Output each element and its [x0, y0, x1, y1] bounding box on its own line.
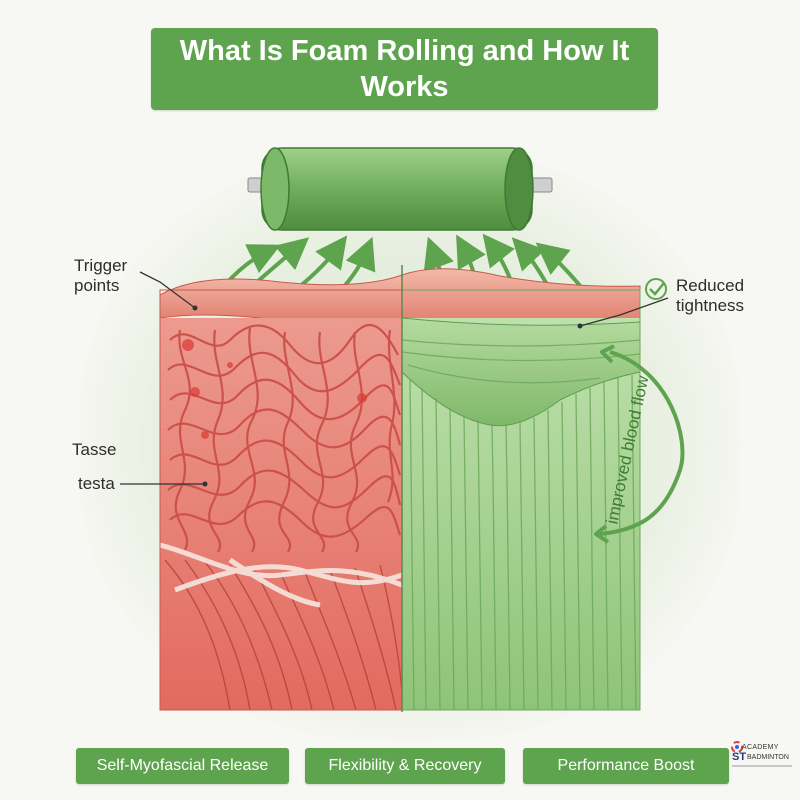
- pill-performance-boost: Performance Boost: [523, 748, 729, 784]
- curved-arrow-icon: [594, 344, 685, 544]
- reduced-tightness-label: Reduced tightness: [676, 276, 744, 316]
- pill-flexibility-recovery: Flexibility & Recovery: [305, 748, 505, 784]
- logo-underline: [732, 765, 792, 767]
- logo-swirl-icon: [731, 741, 743, 753]
- logo-main-text: ST: [732, 751, 747, 763]
- reduced-tightness-text: Reduced tightness: [676, 276, 745, 315]
- title-banner: What Is Foam Rolling and How It Works: [151, 28, 658, 110]
- testa-label: testa: [78, 474, 115, 493]
- trigger-points-pointer: [139, 271, 196, 309]
- relaxed-tissue-panel: [401, 268, 641, 711]
- tense-tissue-panel: [159, 274, 403, 711]
- trigger-points-label: Trigger points: [74, 256, 127, 296]
- tasse-label: Tasse: [72, 440, 117, 459]
- logo-sub-text: BADMINTON: [747, 754, 789, 761]
- check-circle-icon: [645, 278, 667, 300]
- trigger-points-text: Trigger points: [74, 256, 128, 295]
- logo-top-text: ACADEMY: [742, 744, 779, 751]
- foam-roller-icon: [247, 147, 553, 231]
- page-title: What Is Foam Rolling and How It Works: [179, 35, 630, 103]
- pill-self-myofascial-release: Self-Myofascial Release: [76, 748, 289, 784]
- academy-logo: ACADEMY ST BADMINTON: [722, 740, 792, 774]
- reduced-tightness-pointer: [579, 297, 669, 327]
